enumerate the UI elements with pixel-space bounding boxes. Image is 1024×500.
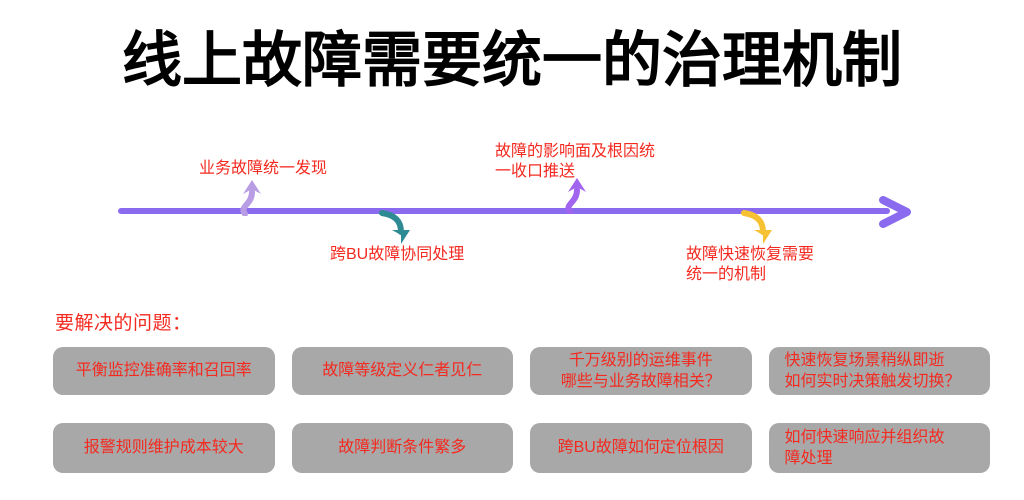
problem-box: 如何快速响应并组织故 障处理 <box>768 423 990 473</box>
curve-arrow-down-stem <box>741 210 766 235</box>
curve-arrow-down-head <box>392 230 410 244</box>
curve-arrow-up-icon <box>565 178 586 214</box>
page-title: 线上故障需要统一的治理机制 <box>122 27 902 94</box>
problem-box: 故障等级定义仁者见仁 <box>291 347 513 395</box>
timeline-label-root-cause: 故障的影响面及根因统 一收口推送 <box>495 143 656 180</box>
curve-arrow-up-head <box>243 180 261 194</box>
problem-box: 千万级别的运维事件 哪些与业务故障相关？ <box>530 347 752 395</box>
timeline-label-cross-bu: 跨BU故障协同处理 <box>330 246 465 263</box>
curve-arrow-up-icon <box>240 180 261 216</box>
curve-arrow-down-head <box>754 230 772 244</box>
problems-grid: 平衡监控准确率和召回率 故障等级定义仁者见仁 千万级别的运维事件 哪些与业务故障… <box>53 347 990 473</box>
problems-heading: 要解决的问题： <box>55 313 192 334</box>
timeline-axis <box>118 208 890 214</box>
problem-box: 跨BU故障如何定位根因 <box>530 423 752 473</box>
problem-box: 快速恢复场景稍纵即逝 如何实时决策触发切换？ <box>768 347 990 395</box>
timeline-arrowhead-shape <box>879 196 911 228</box>
timeline-label-discover: 业务故障统一发现 <box>199 160 328 177</box>
problem-box: 平衡监控准确率和召回率 <box>53 347 275 395</box>
timeline-arrowhead-icon <box>879 196 911 228</box>
curve-arrow-down-stem <box>379 210 404 235</box>
curve-arrow-up-head <box>568 178 586 192</box>
problem-box: 故障判断条件繁多 <box>291 423 513 473</box>
timeline-label-recovery: 故障快速恢复需要 统一的机制 <box>686 246 815 283</box>
curve-arrow-down-icon <box>379 210 410 244</box>
curve-arrow-down-icon <box>741 210 772 244</box>
curve-arrow-up-stem <box>565 187 580 214</box>
problem-box: 报警规则维护成本较大 <box>53 423 275 473</box>
curve-arrow-up-stem <box>240 189 255 216</box>
